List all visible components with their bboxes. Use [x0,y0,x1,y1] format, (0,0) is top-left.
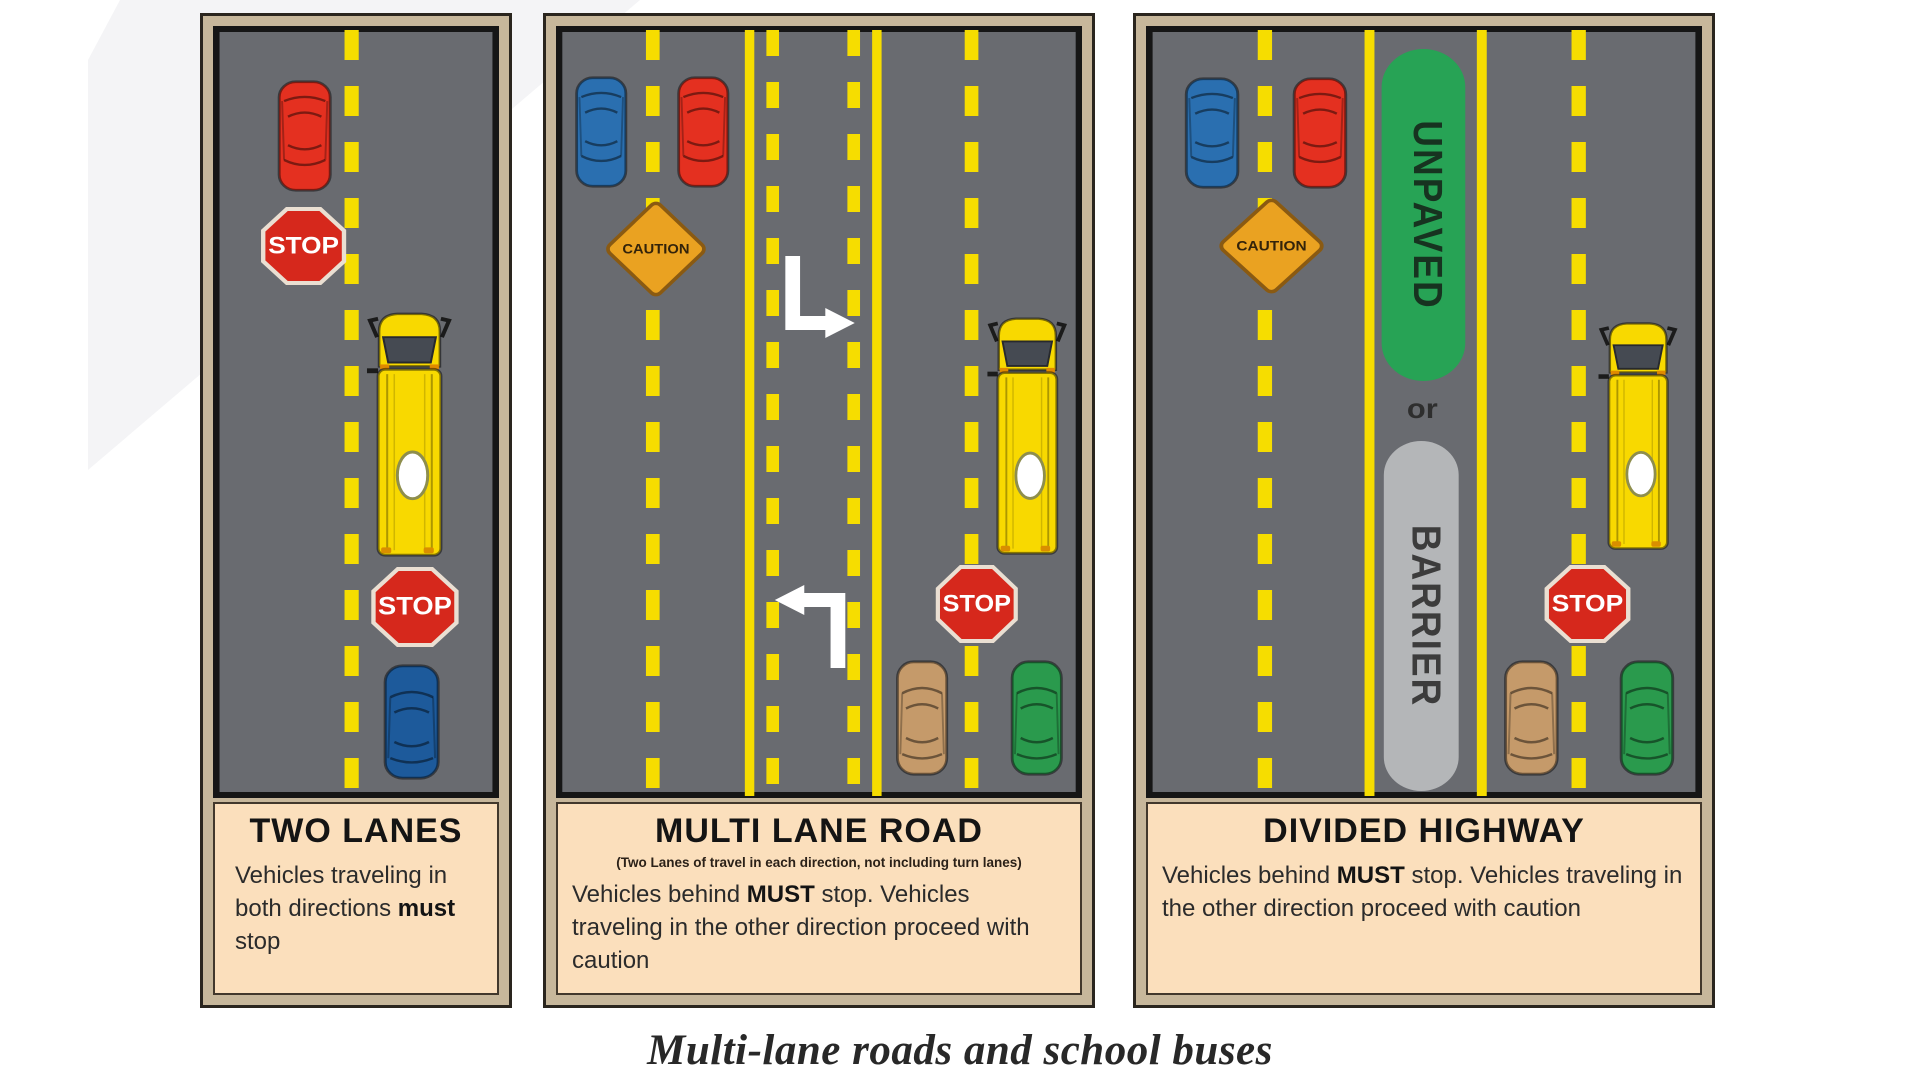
panel-description: Vehicles traveling in both directions mu… [235,859,475,958]
blue-car-icon [1184,77,1240,189]
stop-sign-icon: STOP [261,207,347,285]
caption-box-two-lanes: TWO LANES Vehicles traveling in both dir… [213,802,499,995]
green-car-icon [1010,660,1063,776]
caption-box-divided-highway: DIVIDED HIGHWAY Vehicles behind MUST sto… [1146,802,1702,995]
svg-text:STOP: STOP [943,591,1011,617]
caption-box-multi-lane: MULTI LANE ROAD (Two Lanes of travel in … [556,802,1082,995]
school-bus-icon [1598,321,1677,551]
red-car-icon [1292,77,1348,189]
figure-caption: Multi-lane roads and school buses [647,1027,1273,1074]
road-scene-divided-highway: CAUTION UNPAVED or BARRIER STOP [1146,26,1702,798]
stop-sign-icon: STOP [935,565,1018,643]
svg-text:CAUTION: CAUTION [622,242,689,258]
stop-sign-icon: STOP [1544,565,1631,643]
description-bold: must [397,895,456,923]
school-bus-icon [987,316,1067,556]
caution-sign-icon: CAUTION [1219,198,1324,294]
road-surface [556,26,1082,798]
panel-multi-lane-road: CAUTION STOP MULTI LANE ROAD (Two Lanes … [543,13,1095,1008]
brown-car-icon [1504,660,1559,776]
panel-description: Vehicles behind MUST stop. Vehicles trav… [572,878,1066,977]
description-text: stop. Vehicles traveling in the other di… [1162,862,1683,923]
turn-arrow-left-icon [774,585,846,668]
svg-text:UNPAVED: UNPAVED [1404,120,1449,309]
description-text: Vehicles traveling in both directions [235,862,448,923]
description-bold: MUST [1336,862,1405,890]
road-scene-two-lanes: STOP STOP [213,26,499,798]
panel-title: DIVIDED HIGHWAY [1263,812,1585,850]
barrier-median-label: BARRIER [1383,441,1459,791]
green-car-icon [1619,660,1675,776]
red-car-icon [677,76,730,188]
description-text: Vehicles behind [572,881,747,909]
description-bold: MUST [746,881,815,909]
svg-text:STOP: STOP [1552,590,1623,617]
panel-two-lanes: STOP STOP TWO LANES Vehicles traveling i… [200,13,512,1008]
svg-text:CAUTION: CAUTION [1236,239,1306,254]
unpaved-median-label: UNPAVED [1381,49,1466,381]
blue-car-icon [575,76,628,188]
svg-text:STOP: STOP [268,232,339,259]
school-bus-icon [367,314,449,555]
svg-text:BARRIER: BARRIER [1403,525,1448,708]
description-text: stop [235,928,281,956]
brown-car-icon [895,660,949,776]
red-car-icon [277,80,332,192]
panel-title: TWO LANES [249,812,463,850]
or-label: or [1407,393,1438,424]
stop-sign-icon: STOP [371,567,459,647]
road-scene-multi-lane: CAUTION STOP [556,26,1082,798]
svg-text:STOP: STOP [378,592,452,621]
blue-car-icon [383,664,440,780]
caution-sign-icon: CAUTION [606,201,706,297]
panel-divided-highway: CAUTION UNPAVED or BARRIER STOP DIVIDED … [1133,13,1715,1008]
panel-description: Vehicles behind MUST stop. Vehicles trav… [1162,859,1686,925]
panel-title: MULTI LANE ROAD [655,812,983,850]
turn-arrow-right-icon [785,256,855,338]
description-text: stop. Vehicles traveling in the other di… [572,881,1030,975]
panel-subtitle: (Two Lanes of travel in each direction, … [616,855,1022,871]
description-text: Vehicles behind [1162,862,1337,890]
